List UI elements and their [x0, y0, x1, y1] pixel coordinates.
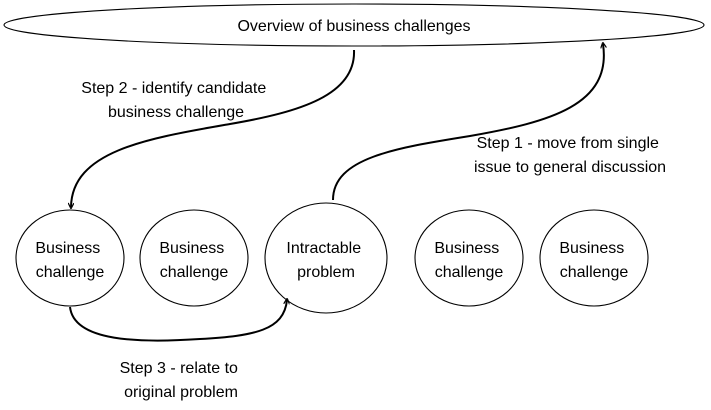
- node-intractable-problem: Intractable problem: [264, 202, 388, 314]
- overview-ellipse: [3, 3, 705, 47]
- node-business-challenge-3: Business challenge: [414, 209, 524, 307]
- step-3-line-2: original problem: [124, 384, 238, 401]
- node-5-line-2: challenge: [560, 264, 629, 281]
- step-3-label: Step 3 - relate to original problem: [120, 360, 243, 401]
- step-3-arrow: [69, 300, 287, 342]
- node-business-challenge-4: Business challenge: [539, 209, 649, 307]
- node-4-line-1: Business: [434, 240, 499, 257]
- node-2-line-1: Business: [159, 240, 224, 257]
- node-3-line-2: problem: [297, 264, 355, 281]
- node-2-line-2: challenge: [160, 264, 229, 281]
- node-3-line-1: Intractable: [286, 240, 361, 257]
- node-3-label: Intractable problem: [286, 240, 365, 281]
- step-2-line-1: Step 2 - identify candidate: [81, 80, 266, 97]
- step-3-line-1: Step 3 - relate to: [120, 360, 238, 377]
- node-2-ellipse: [139, 209, 249, 307]
- node-5-label: Business challenge: [559, 240, 628, 281]
- step-2-line-2: business challenge: [108, 104, 244, 121]
- step-2-arrow: [71, 49, 356, 207]
- node-1-line-1: Business: [35, 240, 100, 257]
- node-4-line-2: challenge: [435, 264, 504, 281]
- step-1-label: Step 1 - move from single issue to gener…: [474, 135, 666, 176]
- node-5-line-1: Business: [559, 240, 624, 257]
- step-1-arrow: [332, 44, 604, 201]
- node-1-line-2: challenge: [36, 264, 105, 281]
- node-3-ellipse: [264, 202, 388, 314]
- node-5-ellipse: [539, 209, 649, 307]
- step-1-line-1: Step 1 - move from single: [477, 135, 659, 152]
- overview-node: Overview of business challenges: [3, 3, 705, 47]
- node-business-challenge-1: Business challenge: [15, 209, 125, 307]
- node-2-label: Business challenge: [159, 240, 228, 281]
- overview-label: Overview of business challenges: [237, 18, 470, 35]
- step-2-label: Step 2 - identify candidate business cha…: [81, 80, 270, 121]
- node-business-challenge-2: Business challenge: [139, 209, 249, 307]
- node-1-label: Business challenge: [35, 240, 104, 281]
- node-1-ellipse: [15, 209, 125, 307]
- node-4-ellipse: [414, 209, 524, 307]
- node-4-label: Business challenge: [434, 240, 503, 281]
- step-1-line-2: issue to general discussion: [474, 159, 666, 176]
